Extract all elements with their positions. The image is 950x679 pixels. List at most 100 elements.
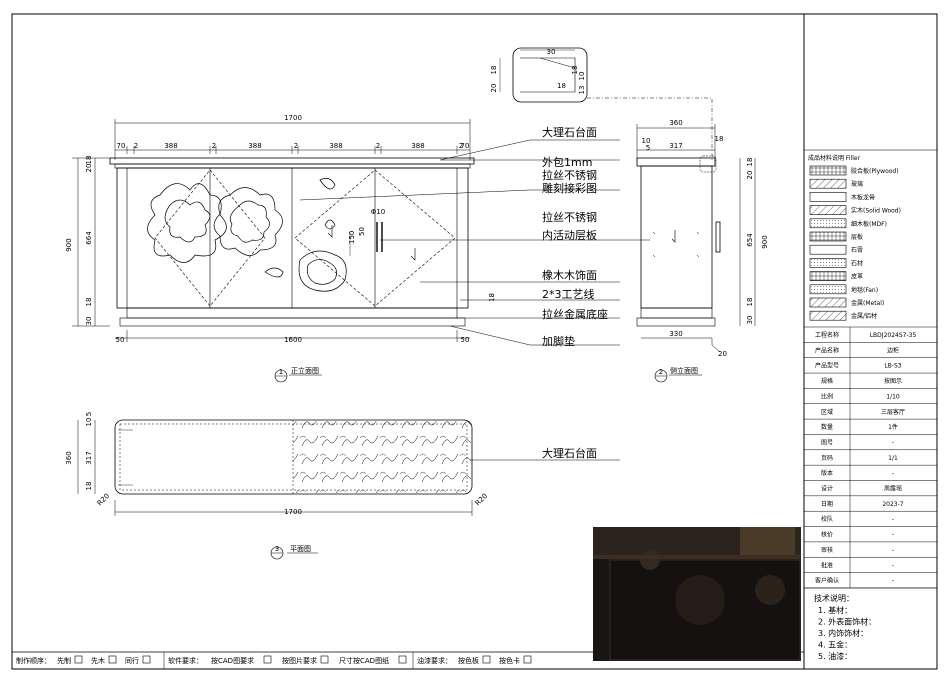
- bottom-seg-1: 1600: [284, 336, 302, 344]
- tb-label: 核价: [821, 531, 833, 539]
- legend-item: 金属(Metal): [851, 299, 884, 307]
- legend-item: 胶合板(Plywood): [851, 167, 899, 175]
- tb-label: 区域: [821, 408, 833, 416]
- side-top-dim: 360: [669, 119, 682, 127]
- right-panel: 成品材料说明 Filler 胶合板(Plywood)玻璃木板龙骨实木(Solid…: [804, 149, 937, 661]
- side-elevation: 360 10 5 317 18 18 20 654 18 30 900 330 …: [636, 119, 769, 383]
- side-right-4: 30: [746, 316, 754, 325]
- footer-option-label: 按CAD图要求: [211, 656, 254, 665]
- tb-value: 2023-7: [882, 501, 903, 508]
- tb-value: -: [892, 470, 894, 477]
- plan-overall-width: 1700: [284, 508, 302, 516]
- side-seg-3: 18: [715, 135, 724, 143]
- handle-gap: 50: [358, 227, 366, 236]
- footer-option-label: 同行: [125, 656, 139, 665]
- footer-checkbox[interactable]: [108, 655, 117, 664]
- detail-dim-2: 20: [490, 84, 498, 93]
- tb-value: 1件: [888, 423, 898, 431]
- footer-checkbox[interactable]: [142, 655, 151, 664]
- legend-item: 细木板(MDF): [851, 220, 887, 228]
- legend-item: 石膏: [851, 246, 863, 254]
- legend-item: 木板龙骨: [851, 193, 875, 201]
- front-top-seg: 2: [134, 142, 138, 150]
- side-view-index: 2: [659, 368, 663, 376]
- inner-dim-2: 664: [85, 231, 93, 245]
- tb-label: 数量: [821, 423, 833, 431]
- tb-value: LBDJ2024S7-35: [870, 332, 917, 339]
- legend-item: 层板: [851, 233, 863, 241]
- legend-title: 成品材料说明 Filler: [808, 154, 861, 162]
- tb-value: -: [892, 562, 894, 569]
- annotation-label: 内活动层板: [542, 228, 597, 242]
- tb-label: 工程名称: [815, 331, 839, 339]
- tb-value: -: [892, 516, 894, 523]
- peony-carving: [147, 178, 347, 292]
- legend-swatch: [809, 218, 847, 229]
- plan-view: 5 10 360 317 18 R20 R20 1700 3 平面图: [65, 412, 489, 560]
- tb-value: 边柜: [887, 346, 899, 354]
- side-right-1: 20: [746, 171, 754, 180]
- side-right-3: 18: [746, 298, 754, 307]
- tech-note-item: 2. 外表面饰材：: [818, 617, 876, 627]
- footer-bar: 制作顺序： 先制先木同行 软件要求： 按CAD图要求按图片要求尺寸按CAD图纸 …: [16, 652, 532, 669]
- legend-swatch: [809, 192, 847, 202]
- footer-checkbox[interactable]: [263, 655, 272, 664]
- tb-label: 客户确认: [815, 577, 839, 585]
- detail-dim-1: 18: [490, 66, 498, 75]
- tb-value: 1/1: [888, 455, 898, 462]
- plan-view-index: 3: [275, 545, 279, 553]
- side-bottom-offset: 20: [718, 350, 727, 358]
- annotation-label: 拉丝不锈钢: [542, 168, 597, 182]
- legend-swatch: [809, 205, 847, 215]
- plan-corner-left: R20: [96, 492, 111, 507]
- annotation-label: 雕刻接彩图: [542, 181, 597, 195]
- legend-swatch: [809, 258, 847, 268]
- footer-checkbox[interactable]: [482, 655, 491, 664]
- front-top-seg: 388: [411, 142, 424, 150]
- plan-top-outline: [114, 419, 473, 495]
- tb-value: 按图示: [884, 377, 902, 385]
- detail-dim-4: 10: [578, 72, 586, 81]
- tb-value: 1/10: [886, 393, 900, 400]
- front-top-seg: 2: [212, 142, 216, 150]
- footer-option-label: 先制: [57, 656, 71, 665]
- side-overall-height: 900: [761, 235, 769, 248]
- tech-note-item: 5. 油漆：: [818, 651, 852, 661]
- footer-checkbox[interactable]: [74, 655, 83, 664]
- front-height: 900: [65, 238, 73, 251]
- footer-option-label: 按图片要求: [282, 656, 317, 665]
- plan-left-0: 5: [85, 412, 93, 416]
- front-top-seg: 2: [376, 142, 380, 150]
- legend-swatch: [809, 271, 847, 281]
- cabinet-body: [116, 167, 469, 309]
- front-view-index: 1: [279, 368, 283, 376]
- front-top-seg: 388: [248, 142, 261, 150]
- handle-len: 150: [348, 231, 356, 244]
- tb-label: 校队: [821, 515, 833, 523]
- footer-flow-label: 制作顺序：: [16, 656, 51, 665]
- inner-dim-0: 18: [85, 156, 93, 165]
- footer-checkbox[interactable]: [320, 655, 329, 664]
- tb-value: -: [892, 547, 894, 554]
- footer-checkbox[interactable]: [523, 655, 532, 664]
- tb-label: 产品型号: [815, 362, 839, 370]
- side-right-2: 654: [746, 233, 754, 247]
- tb-value: -: [892, 439, 894, 446]
- plan-left-2: 360: [65, 451, 73, 464]
- tb-label: 日期: [821, 500, 833, 508]
- footer-checkbox[interactable]: [398, 655, 407, 664]
- legend-swatch: [809, 231, 847, 242]
- plan-left-1: 10: [85, 418, 93, 427]
- front-top-seg: 2: [459, 142, 463, 150]
- inner-dim-3: 18: [85, 298, 93, 307]
- front-top-seg: 388: [164, 142, 177, 150]
- legend-swatch: [809, 297, 847, 308]
- tb-label: 版本: [821, 469, 833, 477]
- footer-color-label: 油漆要求：: [417, 656, 452, 665]
- inner-dim-4: 30: [85, 317, 93, 326]
- legend-item: 石材: [851, 259, 863, 267]
- front-top-seg: 70: [461, 142, 470, 150]
- tech-note-item: 3. 内饰饰材：: [818, 628, 868, 638]
- detail-dim-5: 13: [578, 86, 586, 95]
